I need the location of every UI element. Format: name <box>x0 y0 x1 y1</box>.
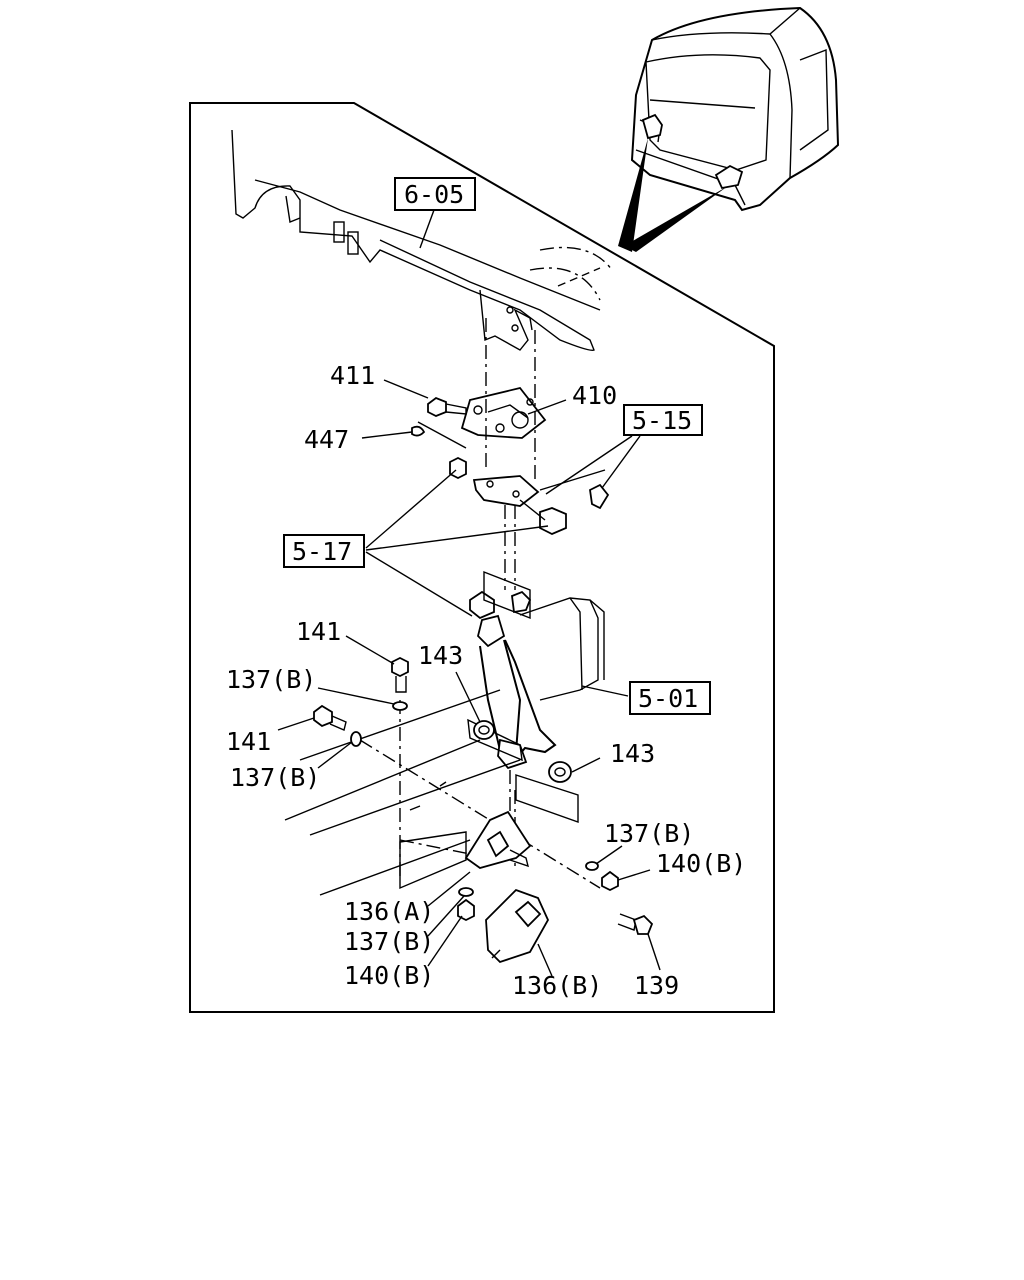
nut-140b-1 <box>601 870 619 892</box>
bolt-141-upper <box>391 656 409 693</box>
leader-lines <box>277 379 661 977</box>
label-141-upper: 141 <box>296 617 341 646</box>
washer-137b-2 <box>350 731 362 747</box>
ref-label-6-05[interactable]: 6-05 <box>404 180 464 209</box>
ref-box-5-01[interactable] <box>629 681 711 715</box>
label-140b-2: 140(B) <box>344 961 434 990</box>
ref-box-5-15[interactable] <box>623 404 703 436</box>
bushing-143-left <box>473 720 495 740</box>
ref-label-5-17[interactable]: 5-17 <box>292 537 352 566</box>
mid-bracket <box>449 456 610 535</box>
stabilizer-link <box>469 590 557 770</box>
bolt-411 <box>427 396 467 417</box>
label-137b-3: 137(B) <box>604 819 694 848</box>
pin-447 <box>411 421 467 449</box>
bracket-410 <box>460 386 547 439</box>
label-410: 410 <box>572 381 617 410</box>
label-140b-1: 140(B) <box>656 849 746 878</box>
washer-137b-1 <box>392 701 408 711</box>
label-447: 447 <box>304 425 349 454</box>
label-136b: 136(B) <box>512 971 602 1000</box>
label-137b-1: 137(B) <box>226 665 316 694</box>
ref-label-5-15[interactable]: 5-15 <box>632 406 692 435</box>
axle-housing <box>284 597 605 896</box>
label-136a: 136(A) <box>344 897 434 926</box>
washer-137b-4 <box>458 887 474 897</box>
ref-label-5-01[interactable]: 5-01 <box>638 684 698 713</box>
bushing-143-right <box>548 761 572 783</box>
truck-cab-thumbnail <box>618 6 840 252</box>
frame-rail <box>231 129 613 351</box>
label-139: 139 <box>634 971 679 1000</box>
nut-140b-2 <box>457 898 475 922</box>
label-137b-2: 137(B) <box>230 763 320 792</box>
bracket-136b <box>485 888 550 964</box>
bolt-141-lower <box>313 704 347 731</box>
label-411: 411 <box>330 361 375 390</box>
label-137b-4: 137(B) <box>344 927 434 956</box>
bracket-136a <box>464 810 532 869</box>
ref-box-6-05[interactable] <box>394 177 476 211</box>
label-143-right: 143 <box>610 739 655 768</box>
ref-box-5-17[interactable] <box>283 534 365 568</box>
washer-137b-3 <box>585 861 599 871</box>
label-141-lower: 141 <box>226 727 271 756</box>
diagram-frame <box>189 102 775 1013</box>
bolt-139 <box>617 913 654 935</box>
label-143-left: 143 <box>418 641 463 670</box>
